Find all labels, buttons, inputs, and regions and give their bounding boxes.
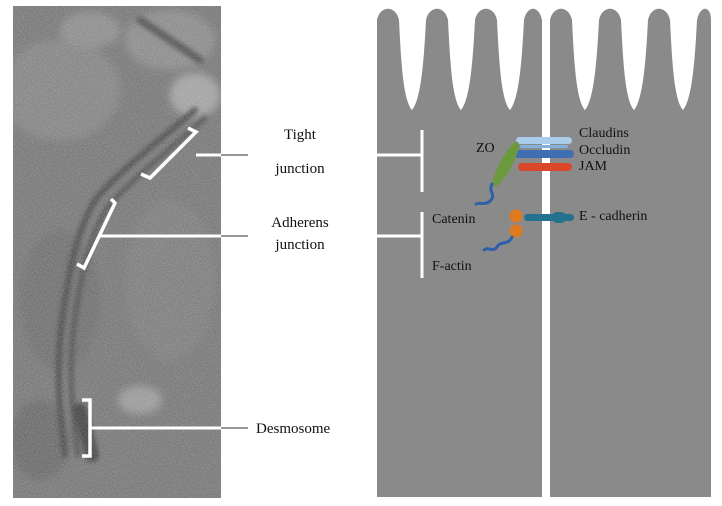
- adherens-label-line2: junction: [275, 237, 325, 253]
- tight-junction-label: Tight: [262, 127, 338, 144]
- occludin-label: Occludin: [579, 143, 631, 158]
- e-cadherin-head: [552, 212, 566, 223]
- e-cadherin-label: E - cadherin: [579, 209, 648, 224]
- catenin-bottom: [509, 224, 523, 238]
- actin-filament-adherens: [482, 235, 514, 252]
- jam-strand: [518, 163, 572, 171]
- claudins-label: Claudins: [579, 126, 629, 141]
- desmosome-label: Desmosome: [256, 421, 331, 437]
- adherens-label-line1: Adherens: [271, 215, 329, 231]
- tight-junction-label-2: junction: [262, 161, 338, 178]
- tight-label-line1: Tight: [284, 127, 316, 143]
- catenin-label: Catenin: [432, 212, 476, 227]
- tight-label-line2: junction: [275, 161, 325, 177]
- adherens-junction-label: Adherens junction: [255, 212, 345, 256]
- claudin-strand: [516, 137, 572, 144]
- zo-label: ZO: [476, 141, 495, 156]
- actin-filament-tight: [474, 182, 495, 206]
- jam-label: JAM: [579, 159, 608, 174]
- occludin-strand: [514, 150, 574, 158]
- claudin-strand-2: [520, 145, 568, 148]
- left-cell: [377, 8, 542, 497]
- catenin-top: [509, 209, 523, 223]
- f-actin-label: F-actin: [432, 259, 472, 274]
- zo-protein: [493, 141, 519, 187]
- e-cadherin-strand: [524, 214, 574, 221]
- right-cell: [550, 8, 711, 497]
